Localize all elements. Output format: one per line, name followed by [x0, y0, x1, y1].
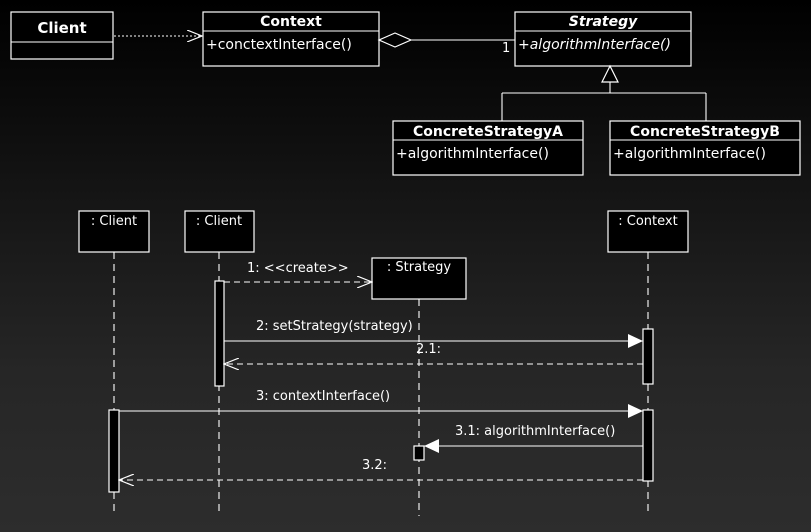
message-create: 1: <<create>> [224, 261, 372, 282]
message-set-strategy: 2: setStrategy(strategy) [224, 319, 643, 348]
activation-strategy [413, 445, 425, 461]
class-concrete-b-operation: +algorithmInterface() [613, 146, 766, 162]
lifeline-client-1-label: : Client [91, 214, 137, 229]
class-concrete-strategy-b: ConcreteStrategyB +algorithmInterface() [609, 120, 801, 176]
message-create-label: 1: <<create>> [247, 261, 349, 276]
lifeline-strategy-label: : Strategy [387, 260, 452, 275]
activation-client-2 [214, 280, 225, 387]
message-algorithm-interface: 3.1: algorithmInterface() [424, 424, 643, 453]
activation-context-2 [642, 409, 654, 482]
message-context-interface-label: 3: contextInterface() [256, 389, 390, 404]
class-concrete-b-name: ConcreteStrategyB [630, 124, 780, 140]
class-strategy-name: Strategy [569, 14, 638, 30]
inheritance-triangle-icon [601, 64, 619, 83]
message-return-2-1-label: 2.1: [416, 342, 441, 357]
aggregation-multiplicity: 1 [502, 41, 510, 56]
activation-context-1 [642, 328, 654, 385]
class-strategy: Strategy +algorithmInterface() [514, 11, 692, 67]
lifeline-client-2-label: : Client [196, 214, 242, 229]
lifeline-strategy: : Strategy [371, 257, 467, 516]
aggregation-diamond-icon [377, 32, 413, 48]
class-client-name: Client [37, 19, 86, 37]
class-context-name: Context [260, 14, 322, 30]
class-client: Client [10, 11, 114, 60]
message-return-2-1: 2.1: [224, 342, 643, 364]
message-set-strategy-label: 2: setStrategy(strategy) [256, 319, 413, 334]
class-concrete-a-operation: +algorithmInterface() [396, 146, 549, 162]
message-algorithm-interface-label: 3.1: algorithmInterface() [455, 424, 615, 439]
message-context-interface: 3: contextInterface() [119, 389, 643, 418]
class-context-operation: +conctextInterface() [206, 37, 352, 53]
activation-client-1 [108, 409, 120, 493]
class-concrete-a-name: ConcreteStrategyA [413, 124, 563, 140]
lifeline-context-label: : Context [618, 214, 677, 229]
class-context: Context +conctextInterface() [202, 11, 380, 67]
class-strategy-operation: +algorithmInterface() [518, 37, 671, 53]
message-return-3-2: 3.2: [119, 458, 643, 480]
message-return-3-2-label: 3.2: [362, 458, 387, 473]
aggregation-connector: 1 [377, 32, 515, 56]
class-concrete-strategy-a: ConcreteStrategyA +algorithmInterface() [392, 120, 584, 176]
generalization-connector [501, 64, 707, 121]
